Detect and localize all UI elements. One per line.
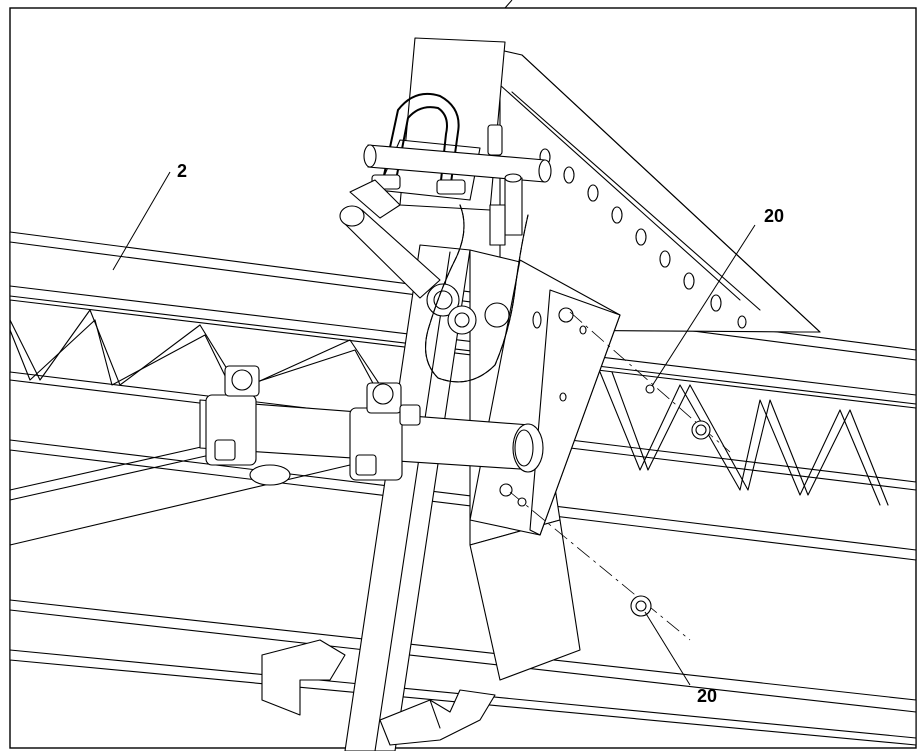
frame-top-leader [504, 0, 513, 9]
safety-chain [425, 204, 529, 383]
lower-rail [9, 599, 917, 746]
callout-leader-20-lower [644, 611, 691, 686]
callout-label-20-lower: 20 [697, 686, 717, 706]
callout-label-20-upper: 20 [764, 206, 784, 226]
clamp-block [371, 37, 506, 211]
callout-leader-2 [112, 171, 171, 271]
callout-label-2: 2 [177, 161, 187, 181]
crossbar-rod [363, 144, 552, 183]
callout-leader-20-upper [651, 224, 756, 387]
pin-rod [489, 173, 523, 246]
coupler-left [205, 365, 291, 486]
coupler-right [349, 382, 421, 481]
bolt-upper-hardware [517, 384, 711, 507]
bolt-lower-hardware [630, 595, 652, 617]
spring-pin [339, 179, 510, 335]
diagonal-struts [9, 444, 351, 546]
hook-feet [261, 639, 496, 746]
